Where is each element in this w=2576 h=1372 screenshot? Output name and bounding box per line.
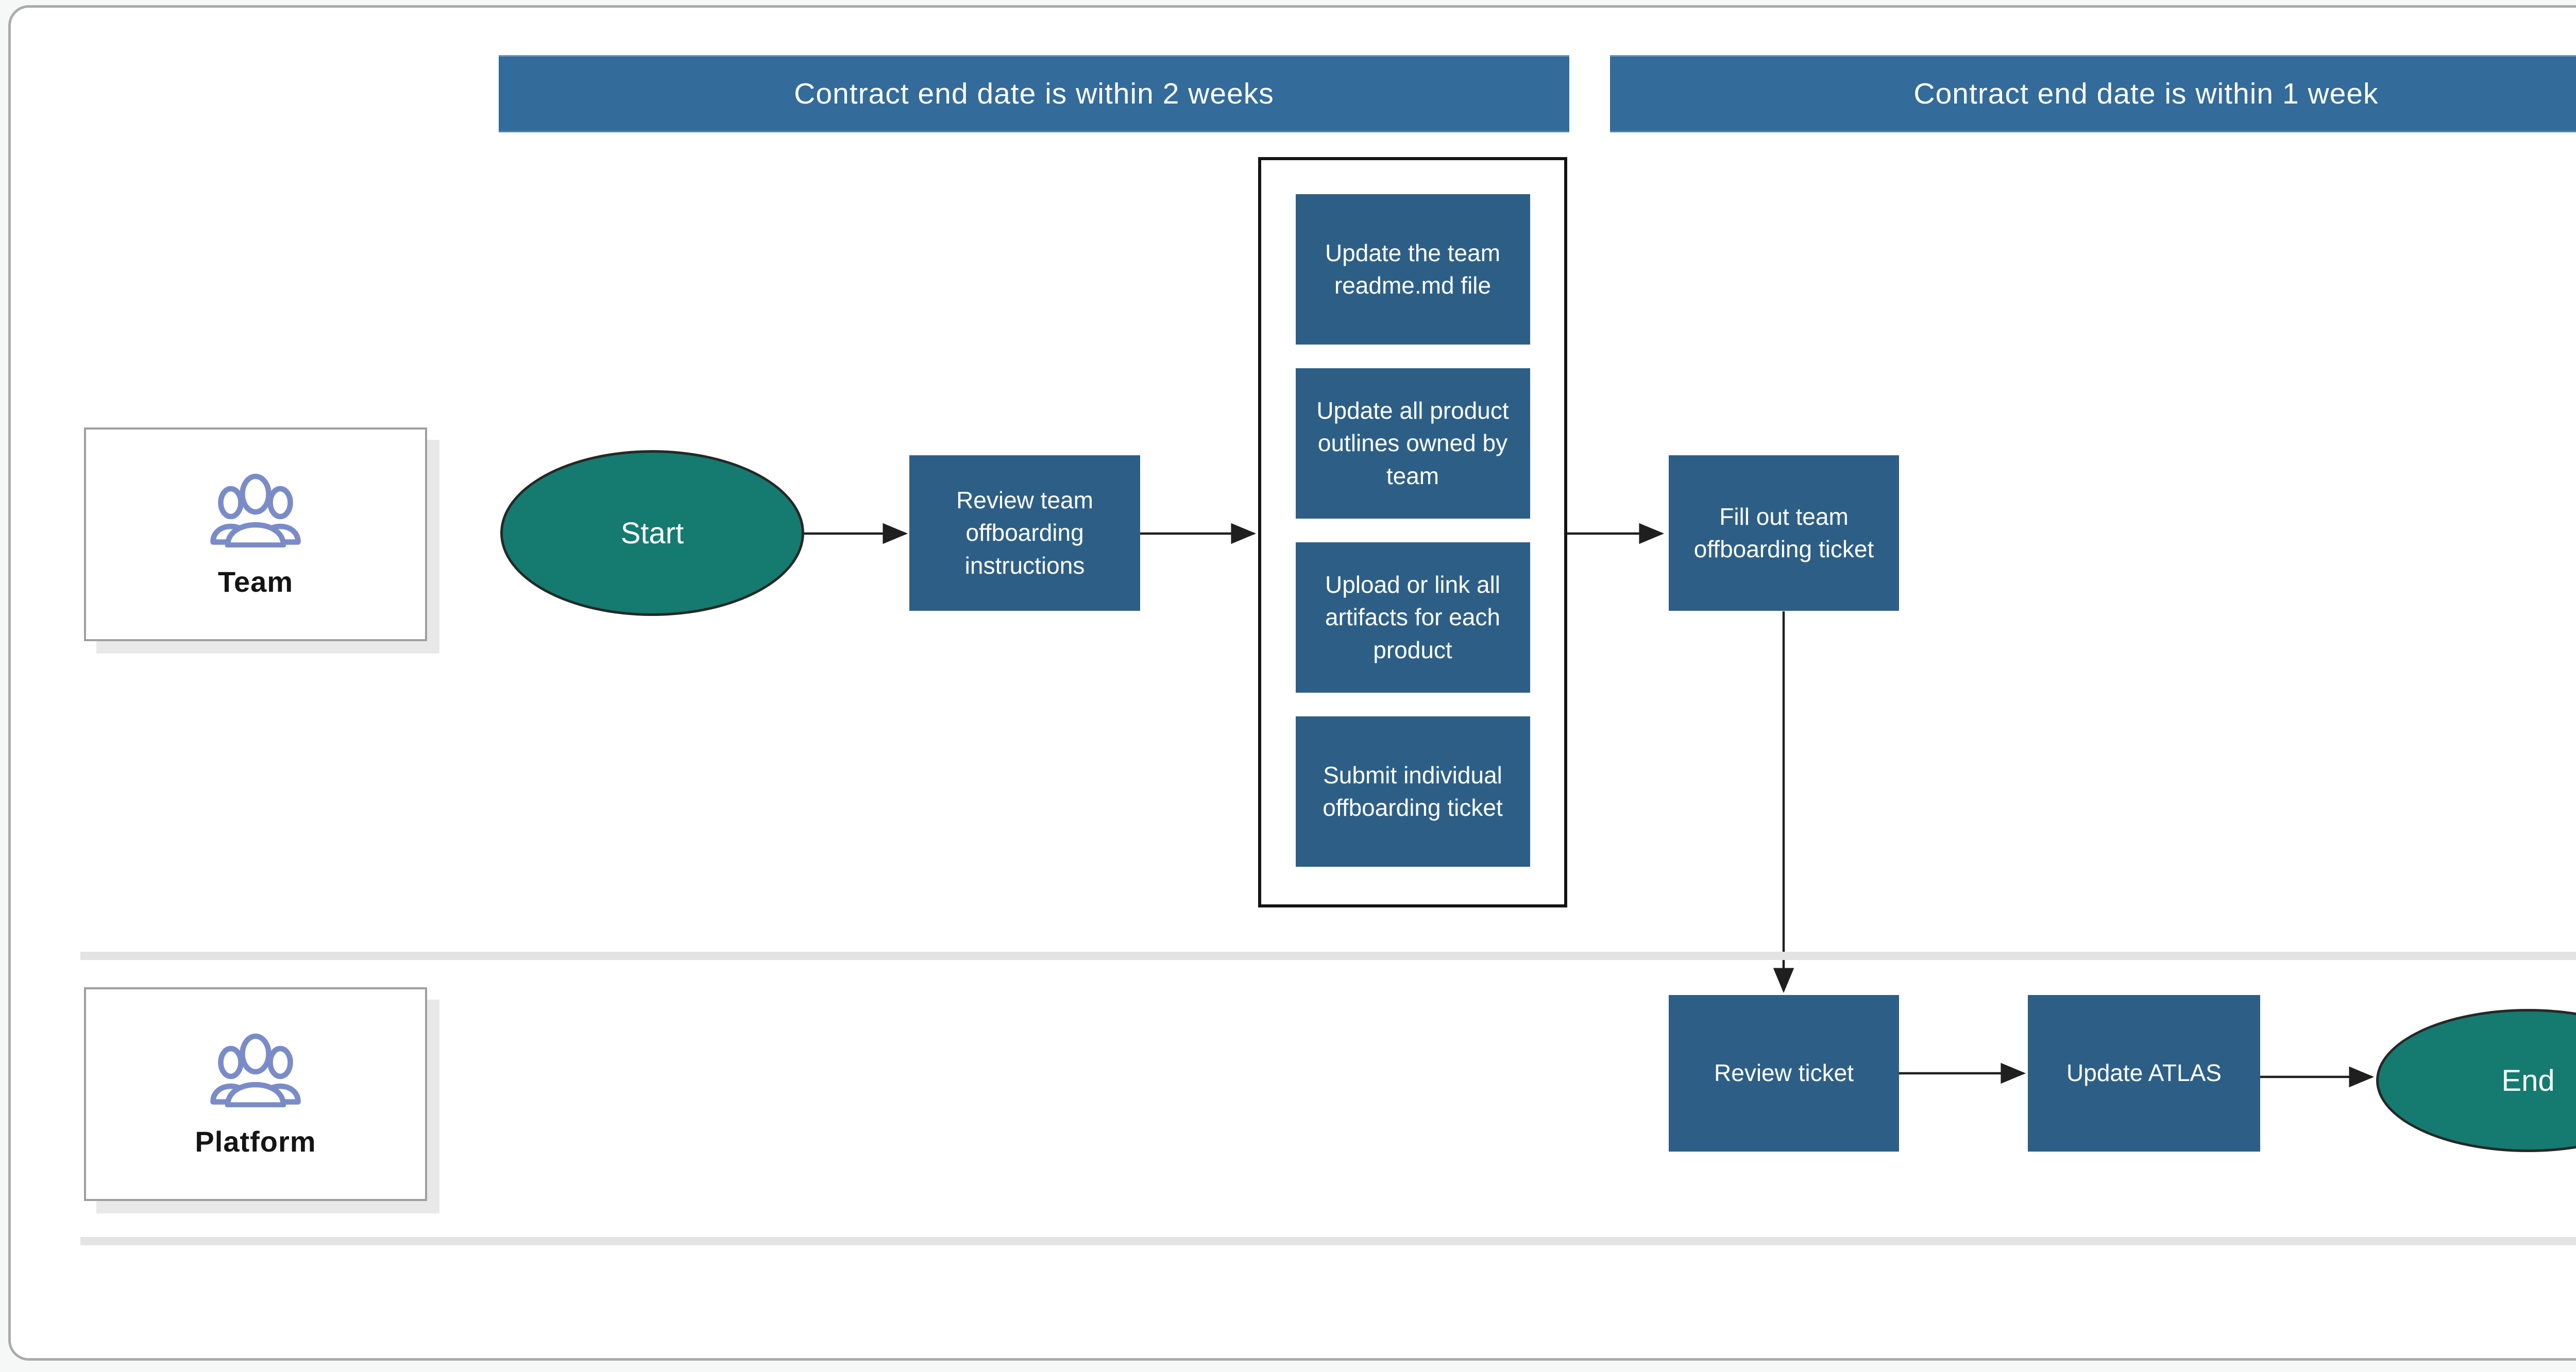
process-review-ticket: Review ticket <box>1669 995 1899 1152</box>
process-fill-out-team-ticket-label: Fill out team offboarding ticket <box>1693 503 1874 562</box>
start-node-label: Start <box>620 516 684 550</box>
start-node: Start <box>500 450 804 616</box>
phase-header-2-weeks-label: Contract end date is within 2 weeks <box>794 77 1274 110</box>
lane-label-team-text: Team <box>217 565 294 598</box>
task-group-container: Update the team readme.md file Update al… <box>1258 157 1567 907</box>
process-update-atlas: Update ATLAS <box>2028 995 2260 1152</box>
process-review-offboarding-instructions-label: Review team offboarding instructions <box>956 486 1093 579</box>
lane-label-platform: Platform <box>84 987 427 1201</box>
end-node-label: End <box>2501 1064 2555 1097</box>
phase-header-1-week: Contract end date is within 1 week <box>1610 55 2576 132</box>
lane-label-team: Team <box>84 427 427 641</box>
process-review-offboarding-instructions: Review team offboarding instructions <box>909 455 1140 611</box>
task-upload-artifacts-label: Upload or link all artifacts for each pr… <box>1325 571 1501 663</box>
task-submit-individual-ticket: Submit individual offboarding ticket <box>1295 716 1530 867</box>
task-update-readme: Update the team readme.md file <box>1295 194 1530 345</box>
phase-header-1-week-label: Contract end date is within 1 week <box>1913 77 2379 110</box>
task-update-readme-label: Update the team readme.md file <box>1325 239 1501 299</box>
task-update-product-outlines: Update all product outlines owned by tea… <box>1295 368 1530 519</box>
team-people-icon <box>210 473 301 547</box>
platform-people-icon <box>210 1033 301 1107</box>
lane-label-platform-text: Platform <box>195 1125 316 1158</box>
task-upload-artifacts: Upload or link all artifacts for each pr… <box>1295 542 1530 693</box>
task-update-product-outlines-label: Update all product outlines owned by tea… <box>1316 397 1509 489</box>
process-review-ticket-label: Review ticket <box>1714 1059 1854 1087</box>
phase-header-2-weeks: Contract end date is within 2 weeks <box>499 55 1569 132</box>
process-fill-out-team-ticket: Fill out team offboarding ticket <box>1669 455 1899 611</box>
task-submit-individual-ticket-label: Submit individual offboarding ticket <box>1323 761 1503 821</box>
lane-divider-bottom <box>80 1237 2576 1245</box>
lane-divider-team-platform <box>80 952 2576 960</box>
process-update-atlas-label: Update ATLAS <box>2066 1059 2222 1087</box>
